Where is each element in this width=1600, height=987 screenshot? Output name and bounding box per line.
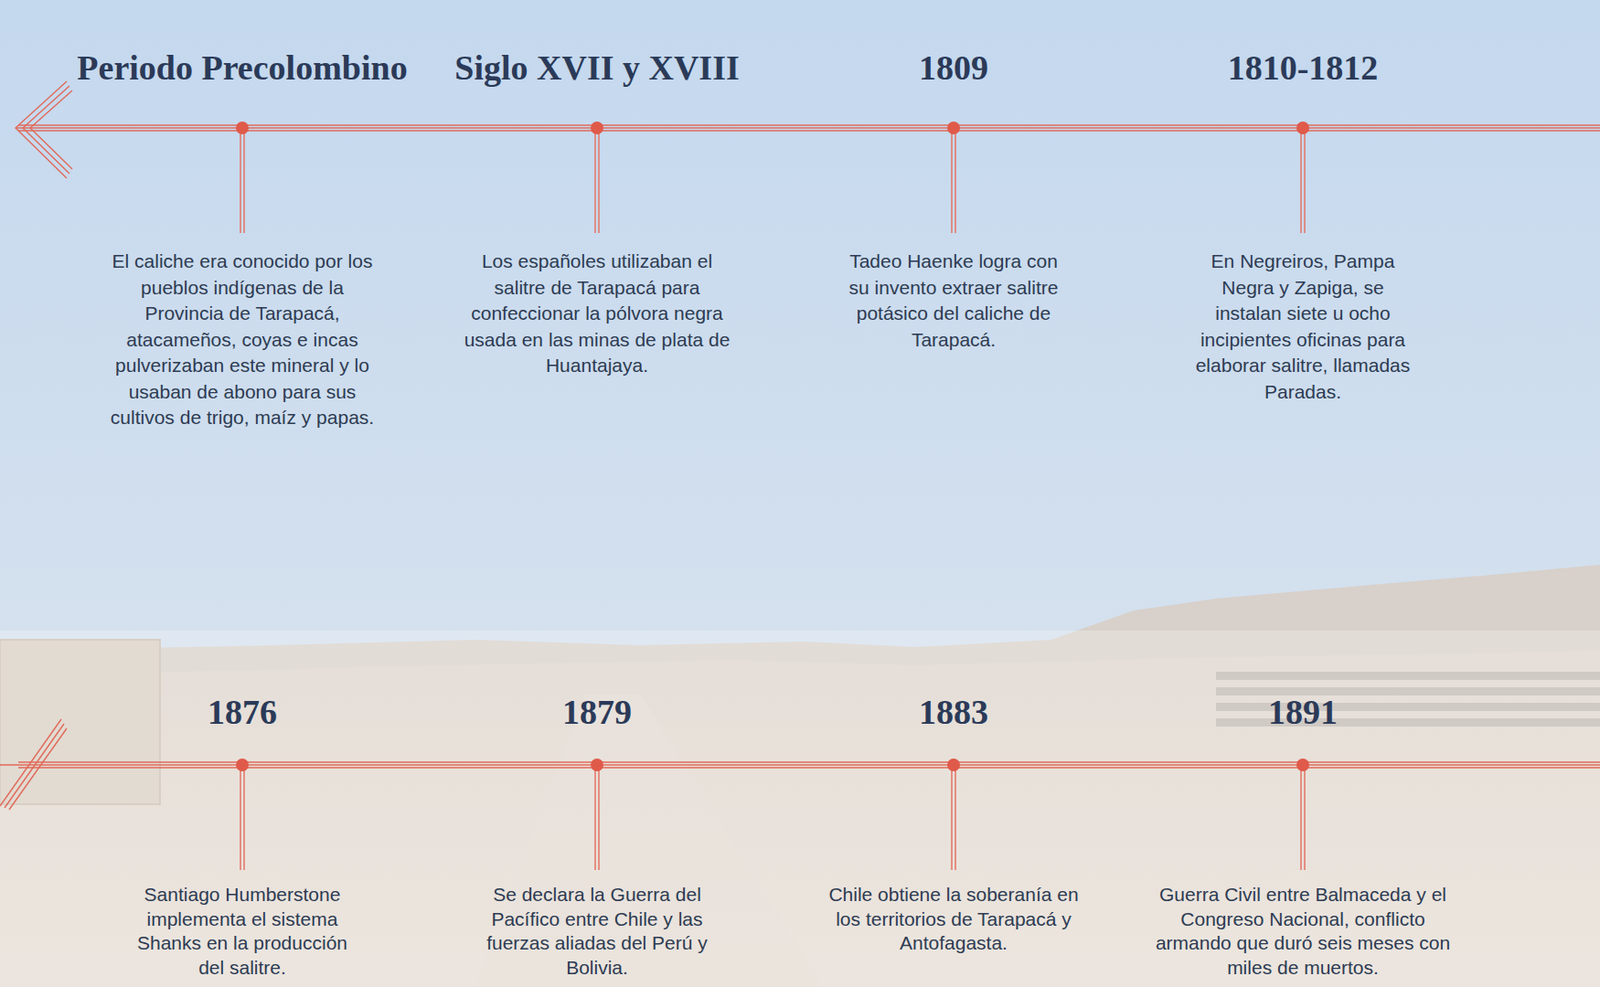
event-description: Los españoles utilizaban el salitre de T… xyxy=(463,248,731,380)
timeline-event: 1876Santiago Humberstone implementa el s… xyxy=(73,649,412,981)
timeline-dot xyxy=(947,758,960,772)
timeline-line xyxy=(18,767,1600,768)
event-date: 1809 xyxy=(784,4,1123,89)
timeline-event: Periodo Precolombino El caliche era conoc… xyxy=(73,4,412,432)
fade-overlay xyxy=(0,630,1600,987)
arrow-chevron xyxy=(30,90,73,170)
timeline-marker xyxy=(590,758,604,871)
timeline-dot xyxy=(1296,758,1310,772)
timeline-event: 1809Tadeo Haenke logra con su invento ex… xyxy=(784,4,1123,353)
stem-line xyxy=(1300,128,1302,234)
event-date: 1879 xyxy=(427,649,767,734)
timeline-marker xyxy=(590,121,604,234)
arrow-chevron xyxy=(4,724,64,809)
timeline-marker xyxy=(235,121,249,234)
stem-line xyxy=(243,765,246,871)
stem-line xyxy=(239,128,242,234)
event-description: Se declara la Guerra del Pacífico entre … xyxy=(472,883,722,981)
timeline-marks xyxy=(235,121,1310,871)
event-description: El caliche era conocido por los pueblos … xyxy=(108,248,376,432)
arrow-chevron xyxy=(0,719,62,807)
timeline-dot xyxy=(947,121,960,135)
stem-line xyxy=(243,128,246,234)
timeline-marker xyxy=(1296,121,1310,234)
timeline-marker xyxy=(947,121,960,234)
timeline-event: 1810-1812 En Negreiros, Pampa Negra y Zap… xyxy=(1133,4,1472,406)
event-date: Periodo Precolombino xyxy=(73,4,412,89)
timeline-line xyxy=(18,124,1600,126)
stem-line xyxy=(950,765,953,871)
timeline-dot xyxy=(590,758,604,772)
timeline-dot xyxy=(590,121,604,135)
event-description: En Negreiros, Pampa Negra y Zapiga, se i… xyxy=(1188,248,1418,406)
stem-line xyxy=(239,765,242,871)
timeline-event: Siglo XVII y XVIII Los españoles utilizab… xyxy=(427,4,767,380)
timeline-line xyxy=(18,129,1600,131)
event-date: 1810-1812 xyxy=(1133,4,1472,89)
stem-line xyxy=(594,765,597,871)
timeline-top xyxy=(15,81,1600,179)
event-description: Guerra Civil entre Balmaceda y el Congre… xyxy=(1145,883,1462,981)
stem-line xyxy=(597,765,600,871)
timeline-event: 1883Chile obtiene la soberanía en los te… xyxy=(784,649,1123,957)
stem-line xyxy=(1303,128,1306,234)
timeline-dot xyxy=(1296,121,1310,135)
timeline-marker xyxy=(947,758,960,871)
stem-line xyxy=(950,128,953,234)
event-date: 1876 xyxy=(73,649,412,734)
arrow-chevron xyxy=(9,728,67,811)
event-date: Siglo XVII y XVIII xyxy=(427,4,767,89)
timeline-marker xyxy=(235,758,249,871)
stem-line xyxy=(954,128,957,234)
stem-line xyxy=(594,128,597,234)
event-date: 1891 xyxy=(1133,649,1472,734)
event-description: Tadeo Haenke logra con su invento extrae… xyxy=(839,248,1068,353)
far-hills xyxy=(0,565,1600,987)
timeline-line xyxy=(15,127,1600,128)
event-description: Santiago Humberstone implementa el siste… xyxy=(126,883,360,981)
stem-line xyxy=(597,128,600,234)
event-description: Chile obtiene la soberanía en los territ… xyxy=(823,883,1085,957)
timeline-line xyxy=(18,761,1600,763)
timeline-dot xyxy=(235,758,249,772)
event-date: 1883 xyxy=(784,649,1123,734)
timeline-event: 1879 Se declara la Guerra del Pacífico en… xyxy=(427,649,767,981)
stem-line xyxy=(1303,765,1306,871)
stem-line xyxy=(954,765,957,871)
stem-line xyxy=(1300,765,1302,871)
timeline-event: 1891Guerra Civil entre Balmaceda y el Co… xyxy=(1133,649,1472,981)
timeline-dot xyxy=(235,121,249,135)
timeline-marker xyxy=(1296,758,1310,871)
